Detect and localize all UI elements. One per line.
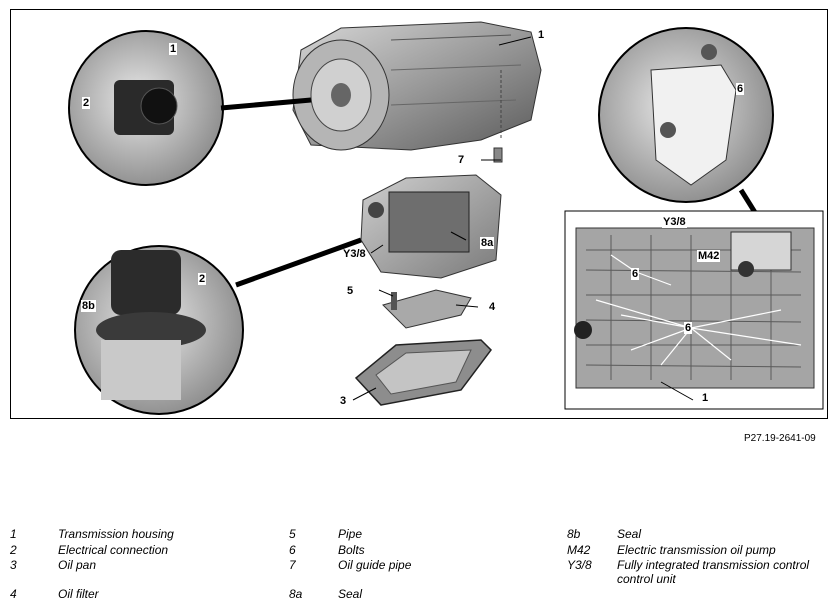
callout-6-mid: 6 xyxy=(631,268,640,280)
callout-1-housing: 1 xyxy=(537,29,546,41)
exploded-view-figure: 1 1 2 7 8a Y3/8 2 8b 5 4 3 6 Y3/8 M42 6 … xyxy=(10,9,828,419)
callout-8b: 8b xyxy=(81,300,96,312)
callout-7: 7 xyxy=(458,154,465,166)
oil-pan xyxy=(354,339,492,406)
callout-1-circle: 1 xyxy=(169,43,178,55)
callout-6-low: 6 xyxy=(684,322,693,334)
callout-5: 5 xyxy=(347,285,354,297)
transmission-housing xyxy=(292,21,542,163)
callout-y38-panel: Y3/8 xyxy=(662,216,687,228)
callout-3: 3 xyxy=(340,395,347,407)
detail-circle-seal xyxy=(74,237,362,415)
valve-body-panel xyxy=(564,210,824,410)
callout-2-top-circle: 2 xyxy=(82,97,91,109)
callout-1-panel: 1 xyxy=(701,392,710,404)
leader-lines xyxy=(352,36,694,401)
illustration xyxy=(68,21,824,415)
detail-circle-bolts xyxy=(598,27,794,272)
callout-4: 4 xyxy=(489,301,496,313)
oil-filter xyxy=(382,289,472,329)
callout-8a: 8a xyxy=(480,237,495,249)
figure-reference: P27.19-2641-09 xyxy=(744,433,816,444)
callout-m42: M42 xyxy=(697,250,721,262)
detail-circle-connector xyxy=(68,30,312,186)
control-unit-plate xyxy=(360,174,502,279)
callout-y38-center: Y3/8 xyxy=(343,248,366,260)
callout-6-top: 6 xyxy=(736,83,745,95)
callout-2-bottom-circle: 2 xyxy=(198,273,207,285)
